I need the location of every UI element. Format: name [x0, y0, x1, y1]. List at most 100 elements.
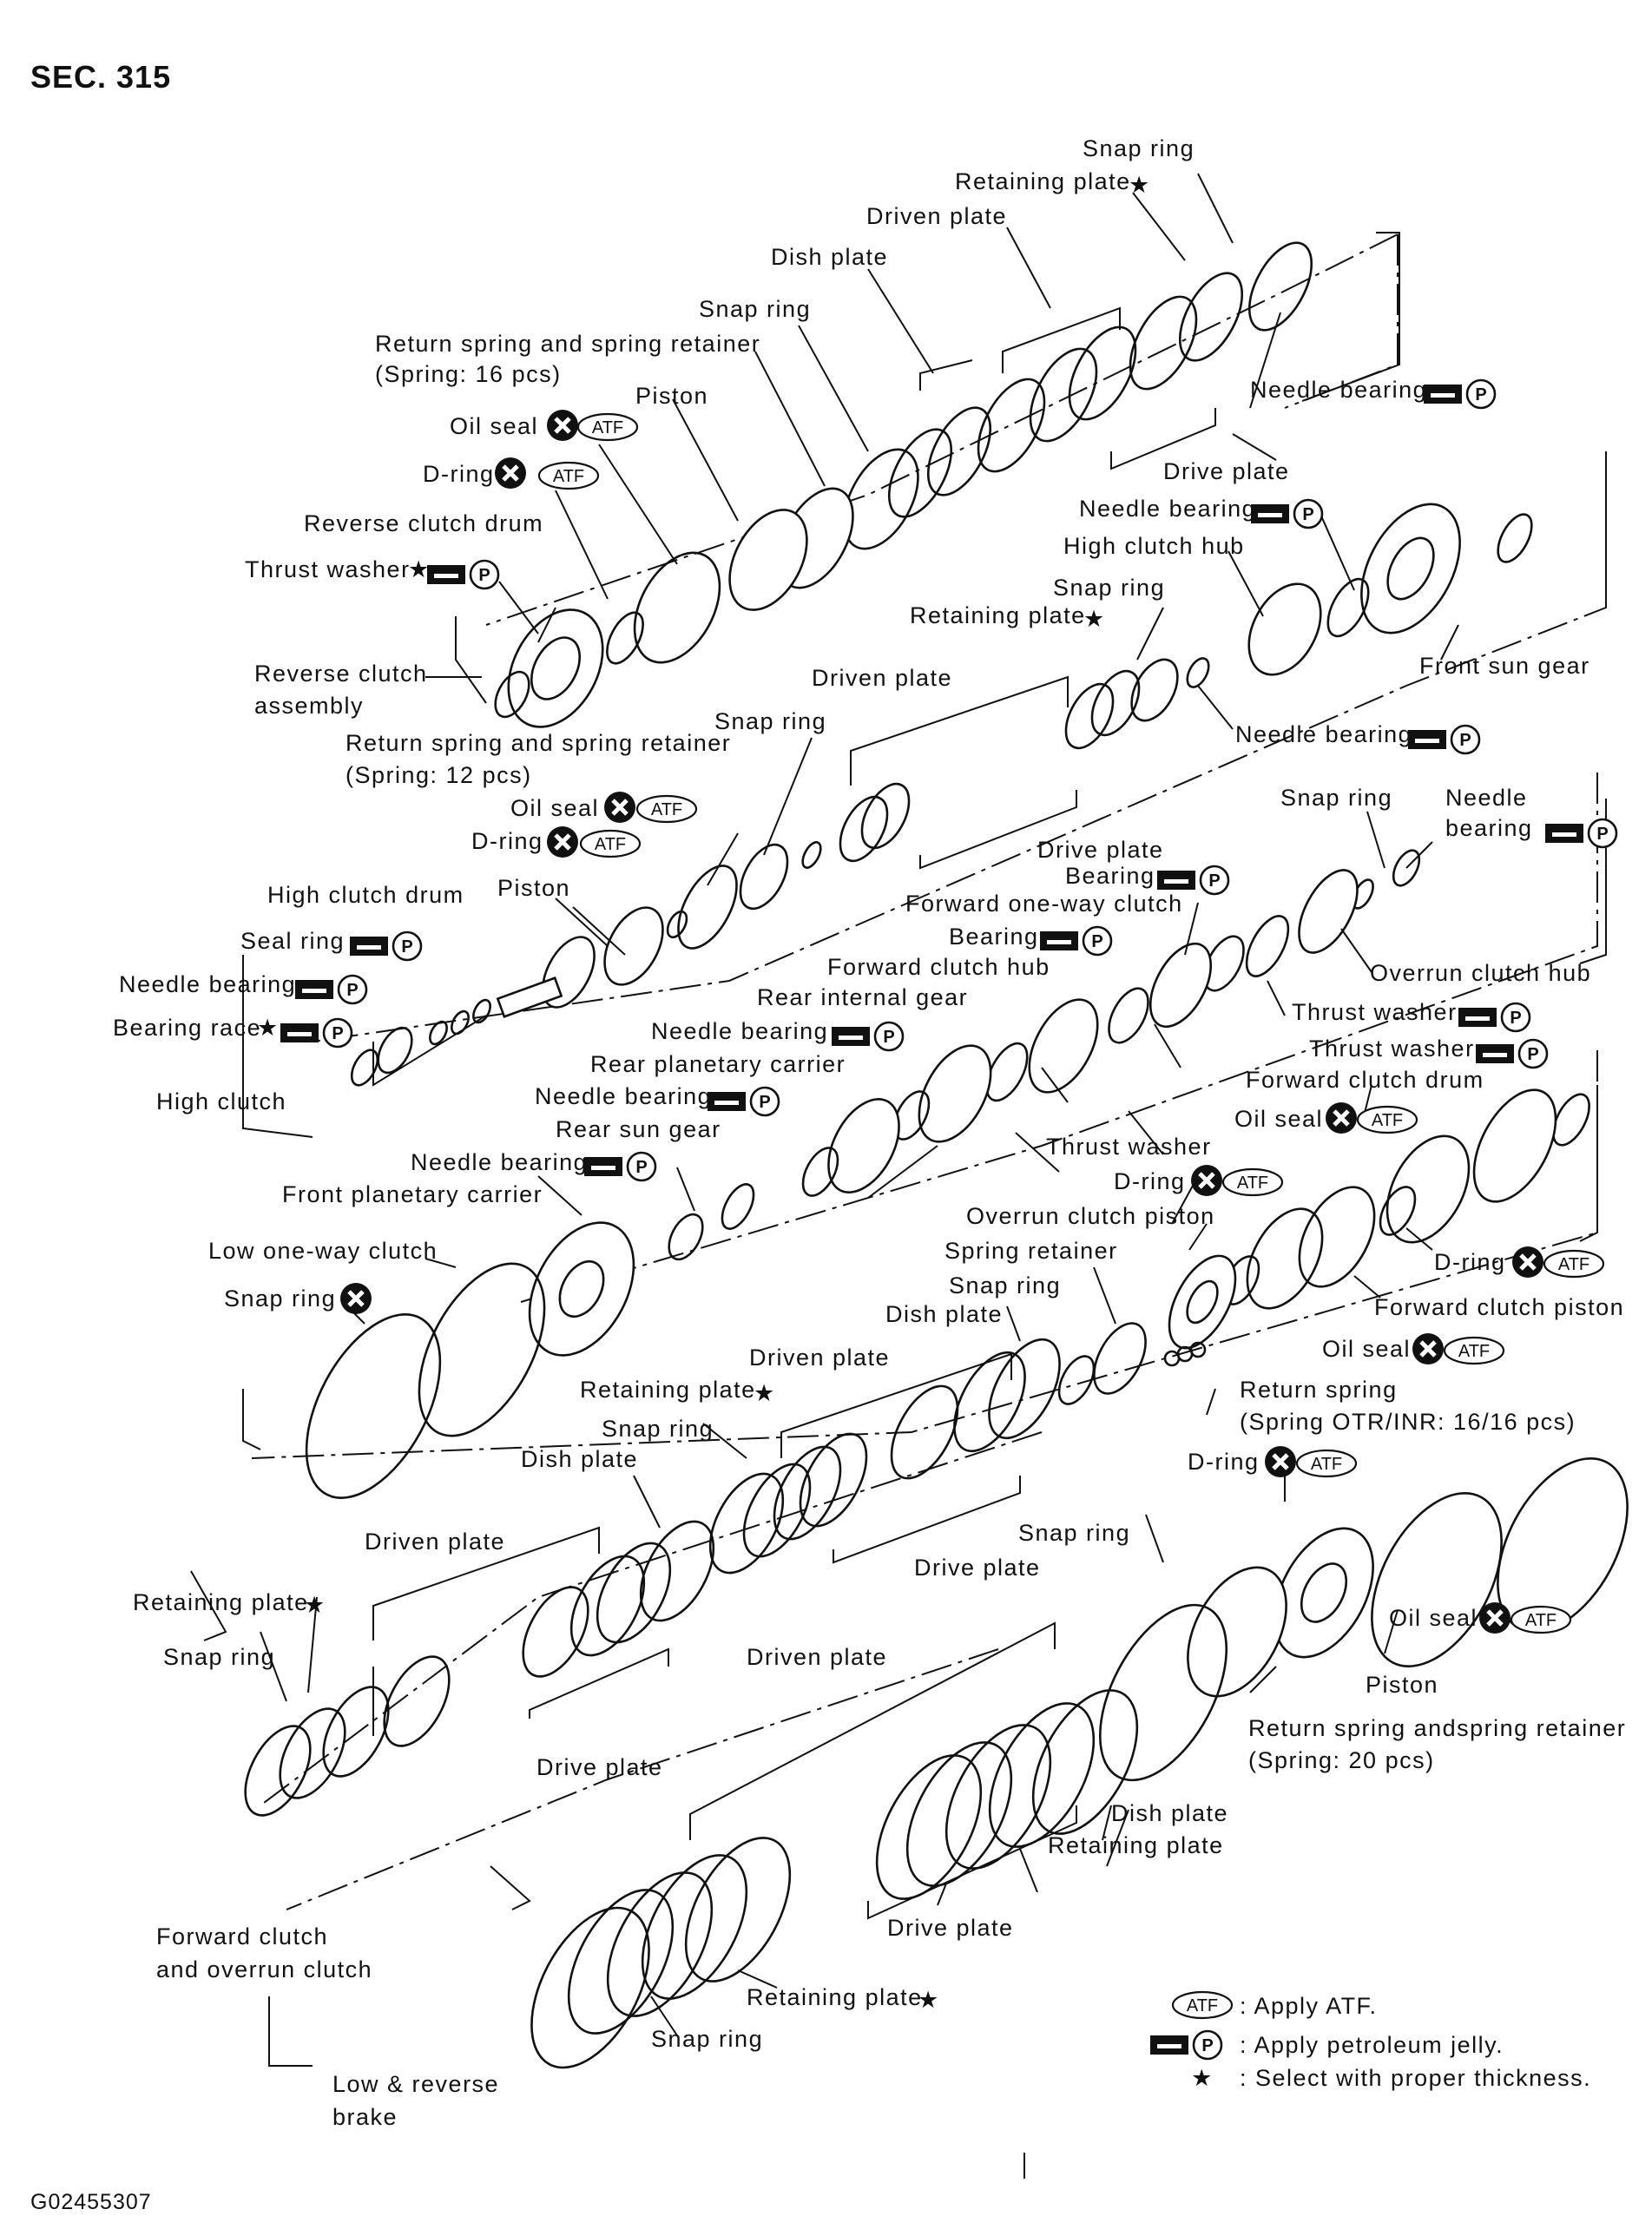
atf-icon: ATF: [1356, 1105, 1418, 1134]
star-icon: ★: [1129, 172, 1151, 198]
label-bearing: Bearing: [949, 924, 1039, 950]
atf-icon: ATF: [537, 461, 600, 490]
label-retaining-plate: Retaining plate: [580, 1377, 756, 1403]
label-dish-plate: Dish plate: [521, 1446, 638, 1472]
label-reverse-clutch-assembly: Reverse clutch: [254, 661, 428, 687]
svg-text:P: P: [401, 937, 412, 957]
label-piston: Piston: [1366, 1672, 1438, 1698]
plate-group-brackets: [372, 306, 1216, 1920]
forward-clutch-drum-parts: [244, 1088, 1590, 1817]
label-dish-plate: Dish plate: [885, 1301, 1003, 1327]
label-return-spring: Return spring: [1240, 1377, 1398, 1403]
legend-petroleum-jelly-icon: P: [1150, 2029, 1223, 2061]
star-icon: ★: [304, 1592, 326, 1618]
label-front-planetary-carrier: Front planetary carrier: [282, 1181, 543, 1207]
svg-text:P: P: [1475, 385, 1486, 404]
atf-icon: ATF: [1295, 1449, 1358, 1478]
label-high-clutch: High clutch: [156, 1088, 286, 1114]
svg-text:P: P: [635, 1158, 647, 1177]
label-thrust-washer: Thrust washer: [245, 556, 411, 582]
part-labels: Snap ring Retaining plate Driven plate D…: [113, 135, 1626, 2130]
label-forward-clutch-hub: Forward clutch hub: [827, 954, 1050, 980]
label-return-spring-count: (Spring: 12 pcs): [346, 762, 532, 788]
label-snap-ring: Snap ring: [714, 708, 826, 734]
label-spring-retainer: Spring retainer: [944, 1238, 1118, 1264]
label-snap-ring: Snap ring: [163, 1644, 275, 1670]
label-thrust-washer: Thrust washer: [1292, 999, 1458, 1025]
label-snap-ring: Snap ring: [602, 1416, 714, 1442]
svg-text:P: P: [1527, 1045, 1538, 1064]
label-needle-bearing: Needle bearing: [411, 1149, 588, 1175]
label-overrun-clutch-piston: Overrun clutch piston: [966, 1203, 1215, 1229]
petroleum-jelly-icon: P: [280, 1017, 353, 1049]
label-d-ring: D-ring: [471, 828, 543, 854]
label-rear-planetary-carrier: Rear planetary carrier: [590, 1051, 846, 1077]
svg-text:ATF: ATF: [592, 418, 623, 437]
planetary-parts: [305, 849, 1421, 1499]
label-snap-ring: Snap ring: [224, 1285, 336, 1312]
replace-part-icon: [1191, 1165, 1222, 1196]
label-seal-ring: Seal ring: [240, 928, 345, 954]
label-overrun-clutch-hub: Overrun clutch hub: [1370, 960, 1591, 986]
label-front-sun-gear: Front sun gear: [1419, 653, 1590, 679]
atf-icon: ATF: [576, 412, 639, 442]
petroleum-jelly-icon: P: [708, 1086, 780, 1117]
replace-part-icon: [547, 826, 578, 858]
label-return-spring: Return spring and spring retainer: [346, 730, 731, 756]
thickness-stars: ★ ★ ★ ★ ★ ★ ★: [257, 172, 1151, 2013]
label-needle-bearing: Needle bearing: [119, 971, 296, 997]
replace-part-icon: [1326, 1102, 1357, 1134]
label-forward-and-overrun-clutch: Forward clutch: [156, 1923, 328, 1950]
label-forward-clutch-drum: Forward clutch drum: [1246, 1067, 1484, 1093]
label-d-ring: D-ring: [423, 461, 495, 487]
label-snap-ring: Snap ring: [651, 2026, 763, 2052]
svg-text:P: P: [1510, 1009, 1521, 1028]
label-retaining-plate: Retaining plate: [133, 1589, 309, 1615]
label-high-clutch-drum: High clutch drum: [267, 882, 464, 908]
svg-text:P: P: [1596, 825, 1608, 844]
label-dish-plate: Dish plate: [771, 244, 888, 270]
label-drive-plate: Drive plate: [536, 1754, 663, 1780]
label-bearing: Bearing: [1065, 863, 1155, 889]
svg-text:P: P: [1201, 2036, 1213, 2055]
label-return-spring: Return spring andspring retainer: [1248, 1715, 1626, 1741]
label-piston: Piston: [497, 875, 570, 901]
svg-text:P: P: [1302, 505, 1313, 524]
label-d-ring: D-ring: [1114, 1168, 1186, 1194]
label-forward-and-overrun-clutch-2: and overrun clutch: [156, 1956, 372, 1982]
label-rear-internal-gear: Rear internal gear: [757, 984, 968, 1010]
label-snap-ring: Snap ring: [1018, 1520, 1130, 1546]
replace-symbols: [340, 410, 1543, 1634]
leader-lines: [260, 173, 1459, 2036]
label-retaining-plate: Retaining plate: [910, 602, 1086, 628]
label-driven-plate: Driven plate: [749, 1345, 890, 1371]
petroleum-symbols: P P P P P P P: [280, 378, 1618, 1182]
star-icon: ★: [918, 1987, 940, 2013]
high-clutch-parts: [350, 503, 1533, 1087]
atf-icon: ATF: [579, 829, 642, 858]
svg-text:ATF: ATF: [1372, 1111, 1403, 1130]
label-d-ring: D-ring: [1188, 1449, 1260, 1475]
label-snap-ring: Snap ring: [949, 1272, 1061, 1299]
replace-part-icon: [1412, 1333, 1444, 1364]
label-thrust-washer: Thrust washer: [1309, 1036, 1475, 1062]
star-icon: ★: [1083, 606, 1106, 632]
label-rear-sun-gear: Rear sun gear: [556, 1116, 721, 1142]
svg-text:P: P: [1459, 731, 1471, 750]
label-retaining-plate: Retaining plate: [955, 168, 1131, 194]
svg-text:P: P: [883, 1028, 894, 1047]
legend-atf-icon: ATF: [1171, 1990, 1234, 2020]
petroleum-jelly-icon: P: [1408, 724, 1481, 755]
svg-text:ATF: ATF: [1187, 1996, 1218, 2015]
star-icon: ★: [408, 556, 431, 582]
svg-text:P: P: [1208, 871, 1220, 891]
label-snap-ring: Snap ring: [1280, 785, 1392, 811]
label-driven-plate: Driven plate: [866, 203, 1007, 229]
label-drive-plate: Drive plate: [914, 1555, 1041, 1581]
atf-icon: ATF: [1443, 1336, 1505, 1365]
svg-text:P: P: [1091, 932, 1102, 951]
replace-part-icon: [547, 410, 578, 441]
replace-part-icon: [1479, 1602, 1510, 1634]
label-retaining-plate: Retaining plate: [1048, 1832, 1224, 1858]
